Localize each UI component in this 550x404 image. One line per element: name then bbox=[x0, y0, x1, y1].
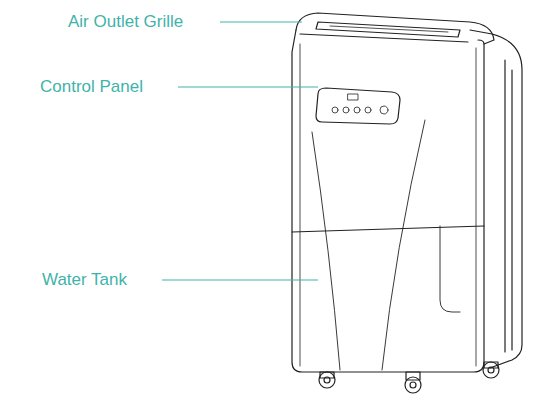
front-face bbox=[292, 30, 484, 372]
side-edge bbox=[504, 60, 505, 352]
part-label: Control Panel bbox=[40, 77, 143, 97]
button bbox=[365, 107, 371, 113]
control-panel bbox=[316, 88, 400, 124]
water-tank-top bbox=[292, 226, 484, 232]
front-crease bbox=[312, 132, 340, 370]
top-edge bbox=[300, 34, 468, 42]
button bbox=[343, 107, 349, 113]
side-edge bbox=[511, 70, 512, 350]
caster-wheel bbox=[319, 372, 335, 388]
part-label: Water Tank bbox=[42, 270, 127, 290]
leader-line bbox=[162, 279, 318, 280]
display bbox=[348, 94, 358, 100]
grille-slot bbox=[330, 26, 448, 32]
top-surface bbox=[296, 13, 494, 44]
side-panel bbox=[470, 30, 522, 368]
leader-line bbox=[178, 86, 318, 87]
air-outlet-grille bbox=[316, 22, 460, 37]
caster-wheel bbox=[405, 372, 421, 393]
power-button bbox=[380, 106, 388, 114]
button bbox=[354, 107, 360, 113]
caster-wheel bbox=[483, 362, 499, 378]
button bbox=[332, 107, 338, 113]
part-label: Air Outlet Grille bbox=[68, 12, 183, 32]
leader-line bbox=[220, 21, 302, 22]
front-bevel bbox=[300, 44, 301, 366]
front-crease bbox=[382, 120, 425, 370]
tank-handle bbox=[440, 226, 460, 312]
front-bevel bbox=[476, 48, 477, 366]
